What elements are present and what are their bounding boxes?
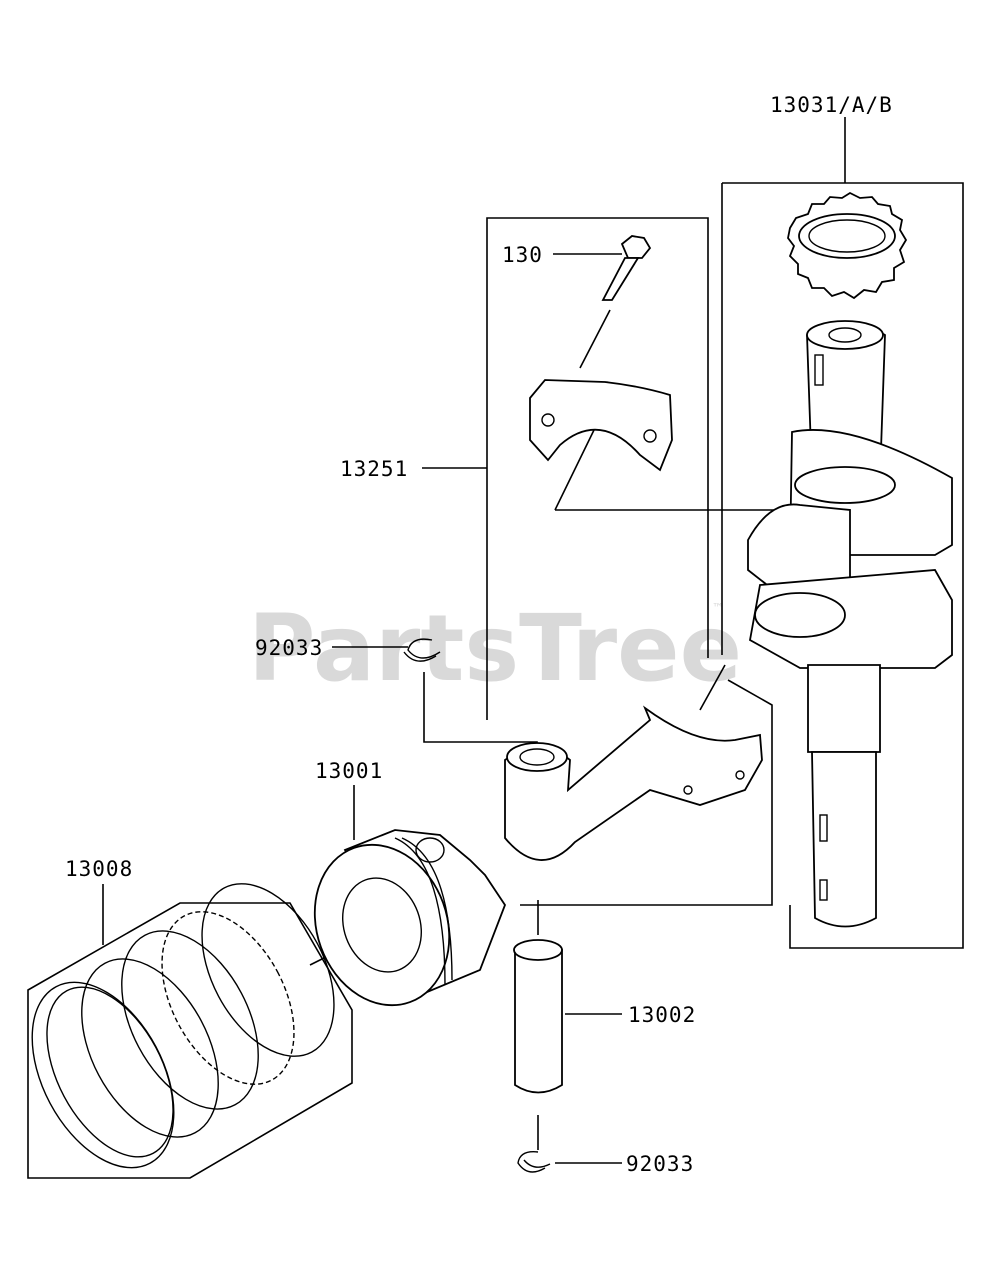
conrod-group-box-lower	[520, 679, 773, 906]
crankshaft	[747, 320, 953, 928]
watermark-trademark: ™	[712, 601, 724, 615]
retaining-clip-bottom	[517, 1151, 551, 1173]
watermark-text: PartsTree	[248, 595, 742, 702]
conrod-bolt	[601, 235, 652, 301]
callout-pin[interactable]: 13002	[628, 1003, 696, 1027]
callout-connecting-rod[interactable]: 13251	[340, 457, 408, 481]
crank-gear	[787, 191, 908, 300]
piston-ring-set	[31, 883, 335, 1169]
ring-set-box	[27, 902, 353, 1179]
piston	[313, 829, 507, 1007]
conrod-group-box	[486, 217, 709, 720]
callout-piston[interactable]: 13001	[315, 759, 383, 783]
callout-bolt[interactable]: 130	[502, 243, 543, 267]
callout-rings[interactable]: 13008	[65, 857, 133, 881]
connecting-rod	[504, 705, 763, 861]
retaining-clip-top	[403, 638, 441, 662]
callout-clip-bottom[interactable]: 92033	[626, 1152, 694, 1176]
rod-to-crank-path	[699, 664, 726, 711]
crankshaft-group-box	[722, 182, 964, 949]
callout-gear[interactable]: 13031/A/B	[770, 93, 893, 117]
callout-clip-top[interactable]: 92033	[255, 636, 323, 660]
conrod-cap	[529, 379, 673, 472]
cap-path	[554, 429, 595, 511]
bolt-path	[579, 309, 611, 369]
piston-pin	[513, 939, 563, 1094]
